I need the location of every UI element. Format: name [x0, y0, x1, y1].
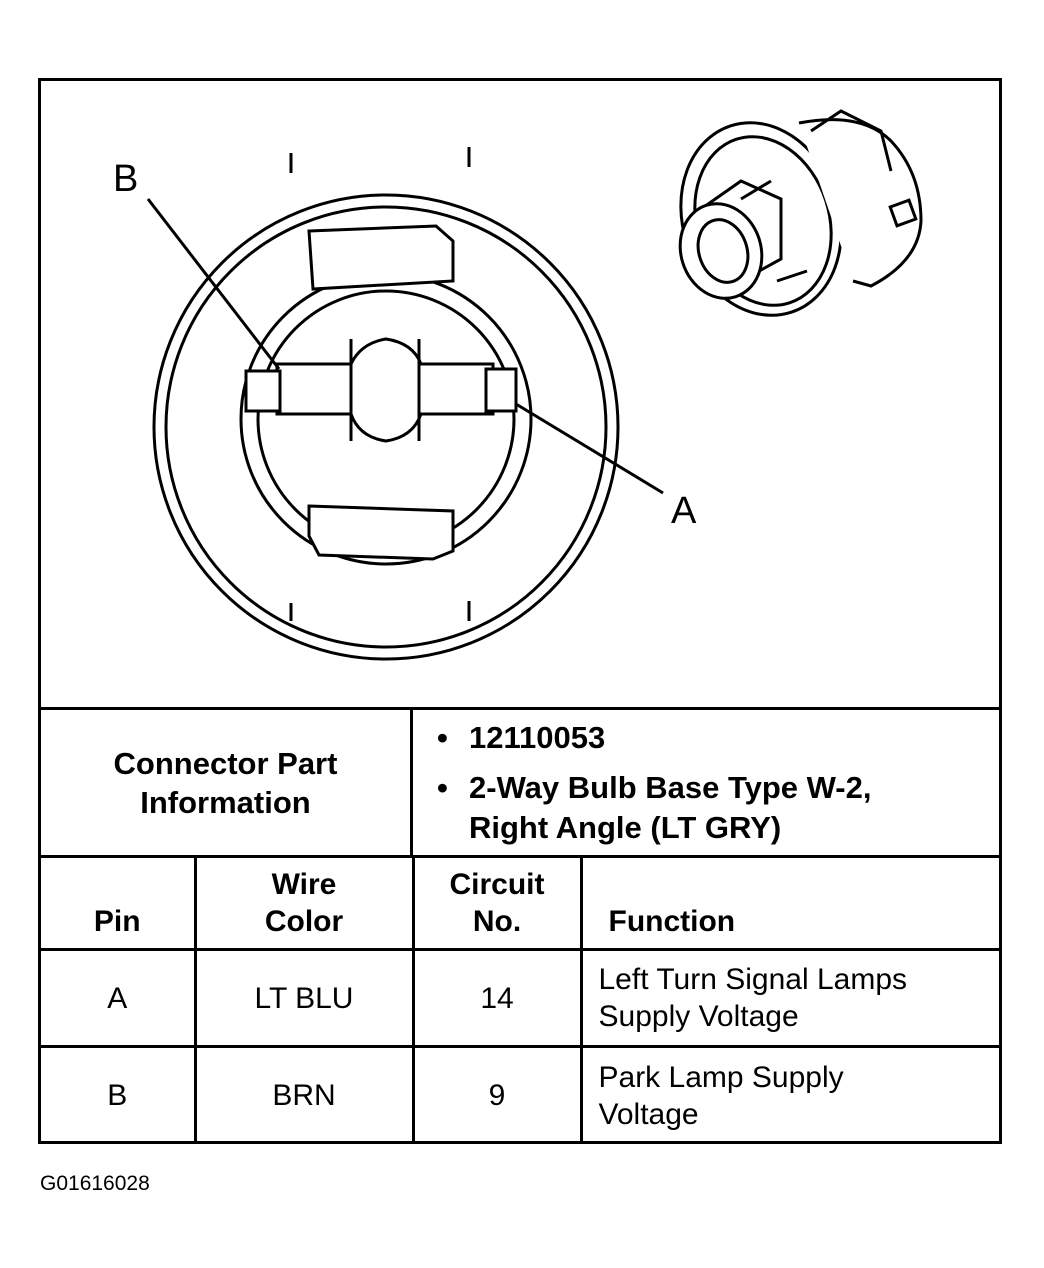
pin-table: Pin Wire Color Circuit No. Function A LT… — [41, 855, 999, 1144]
cell-circuit: 9 — [411, 1045, 583, 1144]
top-locking-tab — [307, 224, 455, 291]
figure-id: G01616028 — [40, 1172, 150, 1195]
pin-label-b: B — [113, 158, 138, 200]
cell-function: Park Lamp Supply Voltage — [579, 1045, 999, 1144]
part-number-item: 12110053 — [437, 718, 999, 758]
terminal-b-contact — [244, 369, 282, 413]
header-circuit-no: Circuit No. — [411, 855, 583, 951]
header-wire-color: Wire Color — [193, 855, 415, 951]
bottom-locking-tab — [307, 504, 455, 561]
pin-table-header: Pin Wire Color Circuit No. Function — [41, 855, 999, 951]
connector-perspective-illustration — [678, 109, 923, 317]
connector-face-diagram: B A — [113, 109, 923, 661]
cell-wire-color: BRN — [193, 1045, 415, 1144]
connector-part-info-list: 12110053 2-Way Bulb Base Type W-2, Right… — [413, 710, 999, 858]
connector-part-info-row: Connector Part Information 12110053 2-Wa… — [41, 707, 999, 855]
connector-outer-inner-ring — [164, 205, 608, 649]
cell-wire-color: LT BLU — [193, 948, 415, 1048]
cell-function: Left Turn Signal Lamps Supply Voltage — [579, 948, 999, 1048]
cell-circuit: 14 — [411, 948, 583, 1048]
leader-line-b — [146, 198, 281, 370]
cell-pin: A — [41, 948, 197, 1048]
leader-line-a — [515, 402, 664, 495]
header-pin: Pin — [41, 855, 197, 951]
table-row: A LT BLU 14 Left Turn Signal Lamps Suppl… — [41, 948, 999, 1048]
cell-pin: B — [41, 1045, 197, 1144]
terminal-a-contact — [484, 367, 518, 413]
header-function: Function — [579, 855, 999, 951]
connector-outer-ring — [152, 193, 620, 661]
connector-part-info-label: Connector Part Information — [41, 710, 413, 855]
connector-type-item: 2-Way Bulb Base Type W-2, Right Angle (L… — [437, 768, 999, 848]
center-terminal — [275, 337, 495, 443]
table-row: B BRN 9 Park Lamp Supply Voltage — [41, 1045, 999, 1144]
connector-figure-frame: B A Connector Part Information 12110053 — [38, 78, 1002, 1144]
pin-label-a: A — [671, 490, 697, 532]
